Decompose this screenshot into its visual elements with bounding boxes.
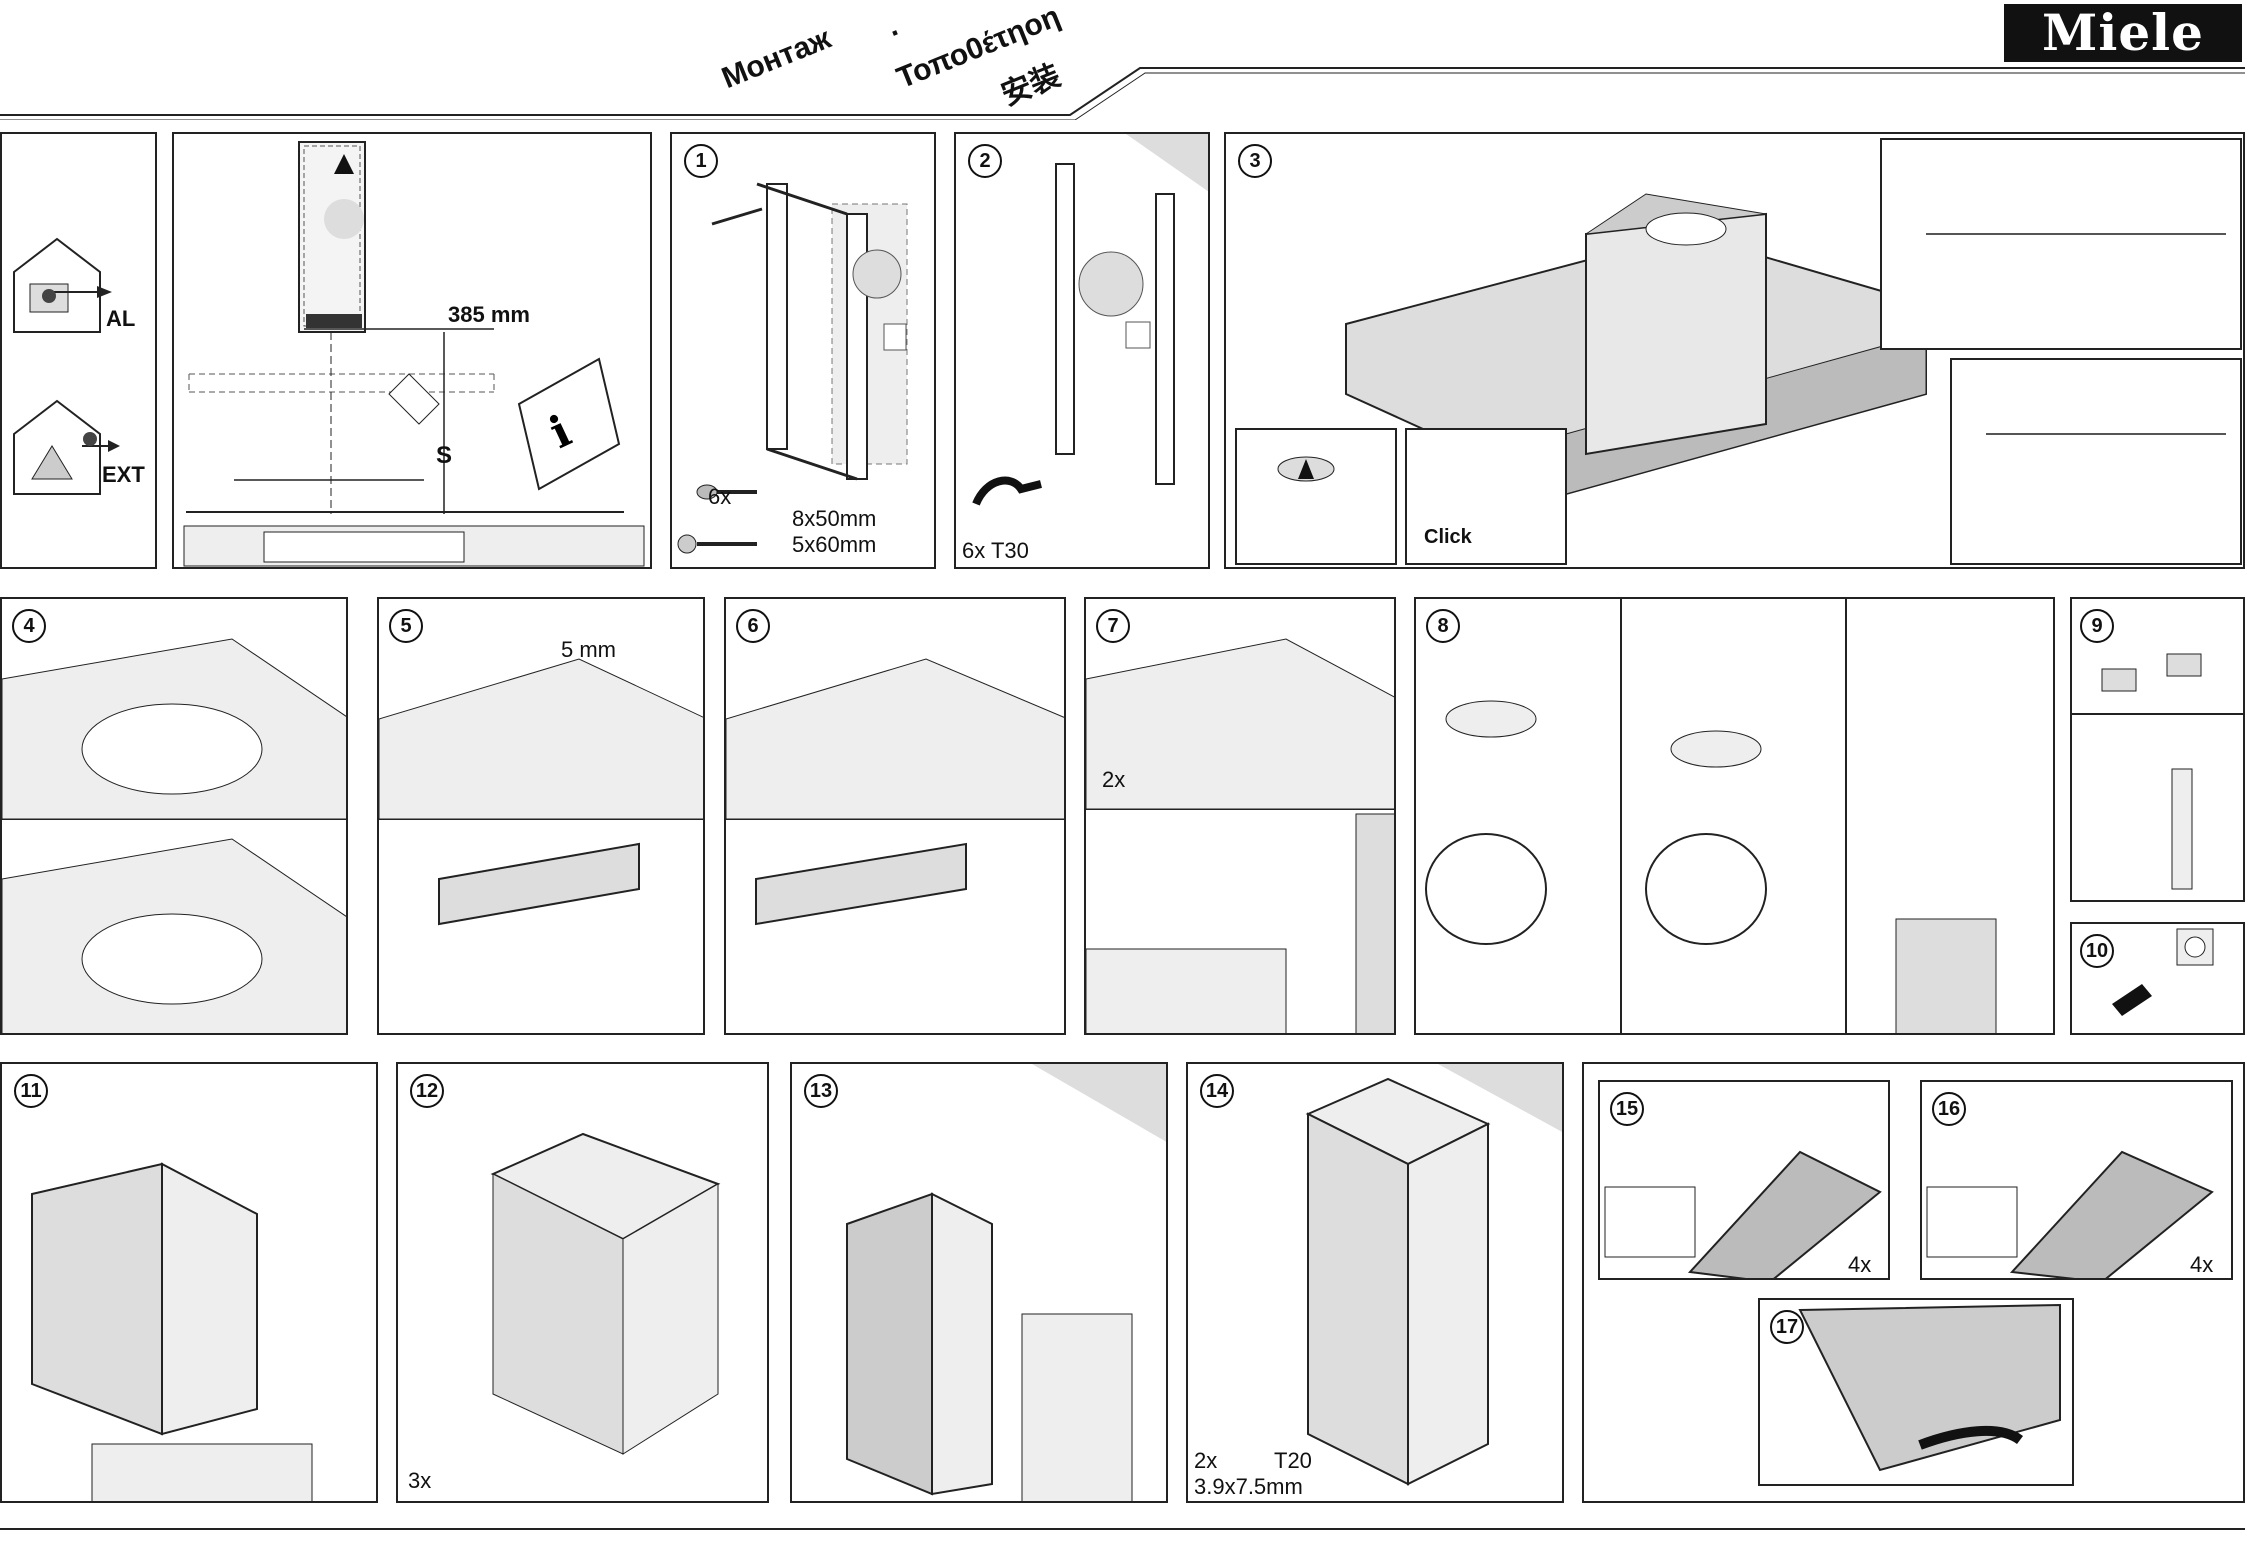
step-4-panel: 4: [0, 597, 348, 1035]
label-s: S: [436, 442, 453, 469]
house-icon: [13, 237, 120, 495]
step-17-illustration: [1798, 1303, 2061, 1472]
step-1-qty: 6x: [708, 484, 732, 509]
step-15-illustration: [1604, 1150, 1882, 1278]
step-9-number: 9: [2080, 609, 2114, 643]
step-5-size: 5 mm: [561, 637, 616, 662]
step-14-screw-size: 3.9x7.5mm: [1194, 1474, 1303, 1499]
step-14-number: 14: [1200, 1074, 1234, 1108]
step-4-number: 4: [12, 609, 46, 643]
step-7-qty: 2x: [1102, 767, 1126, 792]
step-6-panel: 6: [724, 597, 1066, 1035]
dimension-385: 385 mm: [448, 302, 530, 327]
step-15-panel: 15 4x: [1598, 1080, 1890, 1280]
step-1-number: 1: [684, 144, 718, 178]
step-11-number: 11: [14, 1074, 48, 1108]
step-2-panel: 2 6x T30: [954, 132, 1210, 569]
step-2-number: 2: [968, 144, 1002, 178]
step-12-qty: 3x: [408, 1468, 432, 1493]
step-15-number: 15: [1610, 1092, 1644, 1126]
step-17-panel: 17: [1758, 1298, 2074, 1486]
step-16-qty: 4x: [2190, 1252, 2214, 1277]
step-11-illustration: [31, 1162, 313, 1501]
label-al: AL: [106, 306, 136, 331]
step-1-size-b: 5x60mm: [792, 532, 877, 557]
measurement-diagram: i: [183, 141, 645, 567]
step-15-qty: 4x: [1848, 1252, 1872, 1277]
measurement-panel: i 385 mm S: [172, 132, 652, 569]
step-7-panel: 7 2x: [1084, 597, 1396, 1035]
miele-logo: Miele: [2004, 4, 2242, 62]
filter-group-panel: 15 4x 16 4x 17: [1582, 1062, 2245, 1503]
step-3-panel: 3 Click: [1224, 132, 2245, 569]
step-2-tool: 6x T30: [962, 538, 1029, 563]
step-5-illustration: [379, 658, 703, 926]
step-16-number: 16: [1932, 1092, 1966, 1126]
step-10-panel: 10: [2070, 922, 2245, 1035]
step-17-number: 17: [1770, 1310, 1804, 1344]
step-13-illustration: [846, 1064, 1166, 1501]
step-14-screw-tool: T20: [1274, 1448, 1312, 1473]
step-10-illustration: [2112, 928, 2214, 1016]
step-12-number: 12: [410, 1074, 444, 1108]
step-16-panel: 16 4x: [1920, 1080, 2233, 1280]
label-ext: EXT: [102, 462, 145, 487]
step-9-illustration: [2072, 653, 2243, 890]
step-8-illustration: [1425, 599, 1997, 1033]
step-4-illustration: [2, 638, 346, 1033]
bottom-rule: [0, 1528, 2245, 1530]
step-1-illustration: [677, 182, 908, 554]
step-14-panel: 14 2x T20 3.9x7.5mm: [1186, 1062, 1564, 1503]
step-5-panel: 5 5 mm: [377, 597, 705, 1035]
step-11-panel: 11: [0, 1062, 378, 1503]
step-14-screw-qty: 2x: [1194, 1448, 1218, 1473]
step-7-illustration: [1086, 638, 1394, 1033]
step-3-number: 3: [1238, 144, 1272, 178]
step-13-panel: 13: [790, 1062, 1168, 1503]
step-12-panel: 12 3x: [396, 1062, 769, 1503]
step-9-panel: 9: [2070, 597, 2245, 902]
step-6-illustration: [726, 658, 1064, 926]
step-14-illustration: [1305, 1064, 1562, 1486]
step-6-number: 6: [736, 609, 770, 643]
step-12-illustration: [490, 1132, 721, 1455]
step-1-panel: 1 6x 8x50mm 5x60mm: [670, 132, 936, 569]
step-1-size-a: 8x50mm: [792, 506, 877, 531]
step-3-illustration: [1235, 138, 2242, 565]
step-5-number: 5: [389, 609, 423, 643]
mode-panel: AL EXT: [0, 132, 157, 569]
header-lines: [0, 67, 2245, 120]
step-13-number: 13: [804, 1074, 838, 1108]
step-16-illustration: [1926, 1150, 2214, 1278]
step-8-panel: 8: [1414, 597, 2055, 1035]
step-7-number: 7: [1096, 609, 1130, 643]
step-8-number: 8: [1426, 609, 1460, 643]
click-label: Click: [1424, 526, 1472, 548]
step-10-number: 10: [2080, 934, 2114, 968]
step-2-illustration: [972, 134, 1208, 506]
